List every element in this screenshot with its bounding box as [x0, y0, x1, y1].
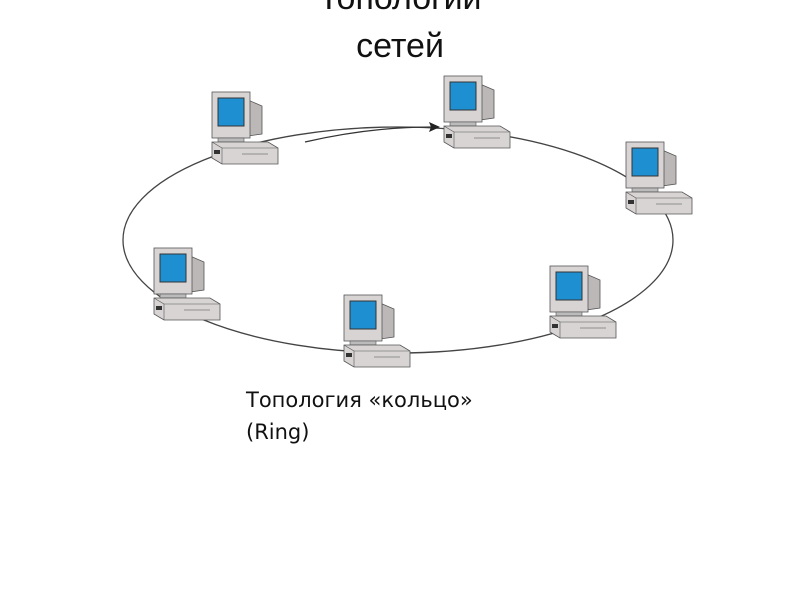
computer-5-icon — [343, 294, 411, 368]
caption-subtitle: (Ring) — [246, 420, 310, 444]
computer-2-icon — [443, 75, 511, 149]
computer-1-icon — [211, 91, 279, 165]
arrow-head-icon — [429, 122, 440, 132]
caption-title: Топология «кольцо» — [246, 388, 473, 412]
computer-4-icon — [153, 247, 221, 321]
computer-6-icon — [549, 265, 617, 339]
direction-arrow — [304, 126, 433, 143]
computer-3-icon — [625, 141, 693, 215]
slide-title-line2: сетей — [356, 27, 444, 65]
slide-title-line1: Топологии — [0, 0, 800, 18]
